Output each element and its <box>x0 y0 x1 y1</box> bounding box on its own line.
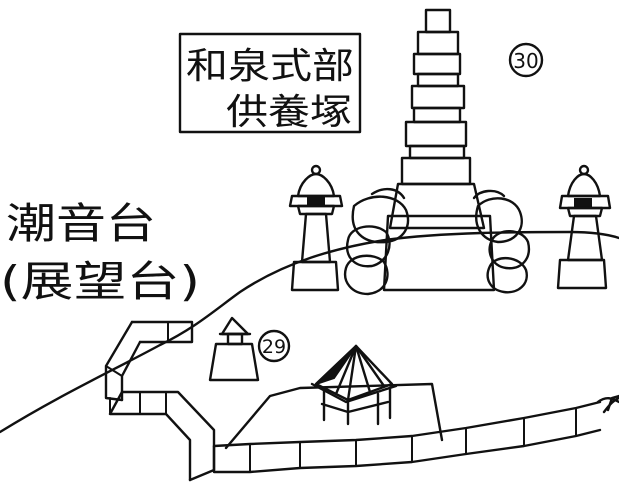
stone-pagoda <box>382 8 496 292</box>
spot-number-30: 30 <box>508 42 544 78</box>
badge-29-label: 29 <box>262 336 286 358</box>
right-stone-lantern <box>556 164 612 290</box>
viewing-deck-fence <box>104 320 619 482</box>
sign-frame <box>178 32 362 134</box>
spot-number-29: 29 <box>257 329 291 363</box>
memorial-sign: 和泉式部 供養塚 <box>178 32 362 134</box>
small-shrine <box>208 316 260 382</box>
badge-29-circle <box>257 329 291 363</box>
lookout-name: 潮音台 <box>6 199 156 248</box>
badge-30-circle <box>508 42 544 78</box>
sign-title-line1: 和泉式部 <box>186 46 354 87</box>
boulders <box>343 187 531 296</box>
lookout-label: 潮音台 (展望台) <box>0 199 200 306</box>
left-stone-lantern <box>288 164 344 292</box>
edge-structure <box>606 394 619 412</box>
sign-title-line2: 供養塚 <box>226 92 352 133</box>
lookout-subtitle: (展望台) <box>0 257 200 306</box>
gazebo <box>310 344 398 426</box>
badge-30-label: 30 <box>513 49 538 73</box>
